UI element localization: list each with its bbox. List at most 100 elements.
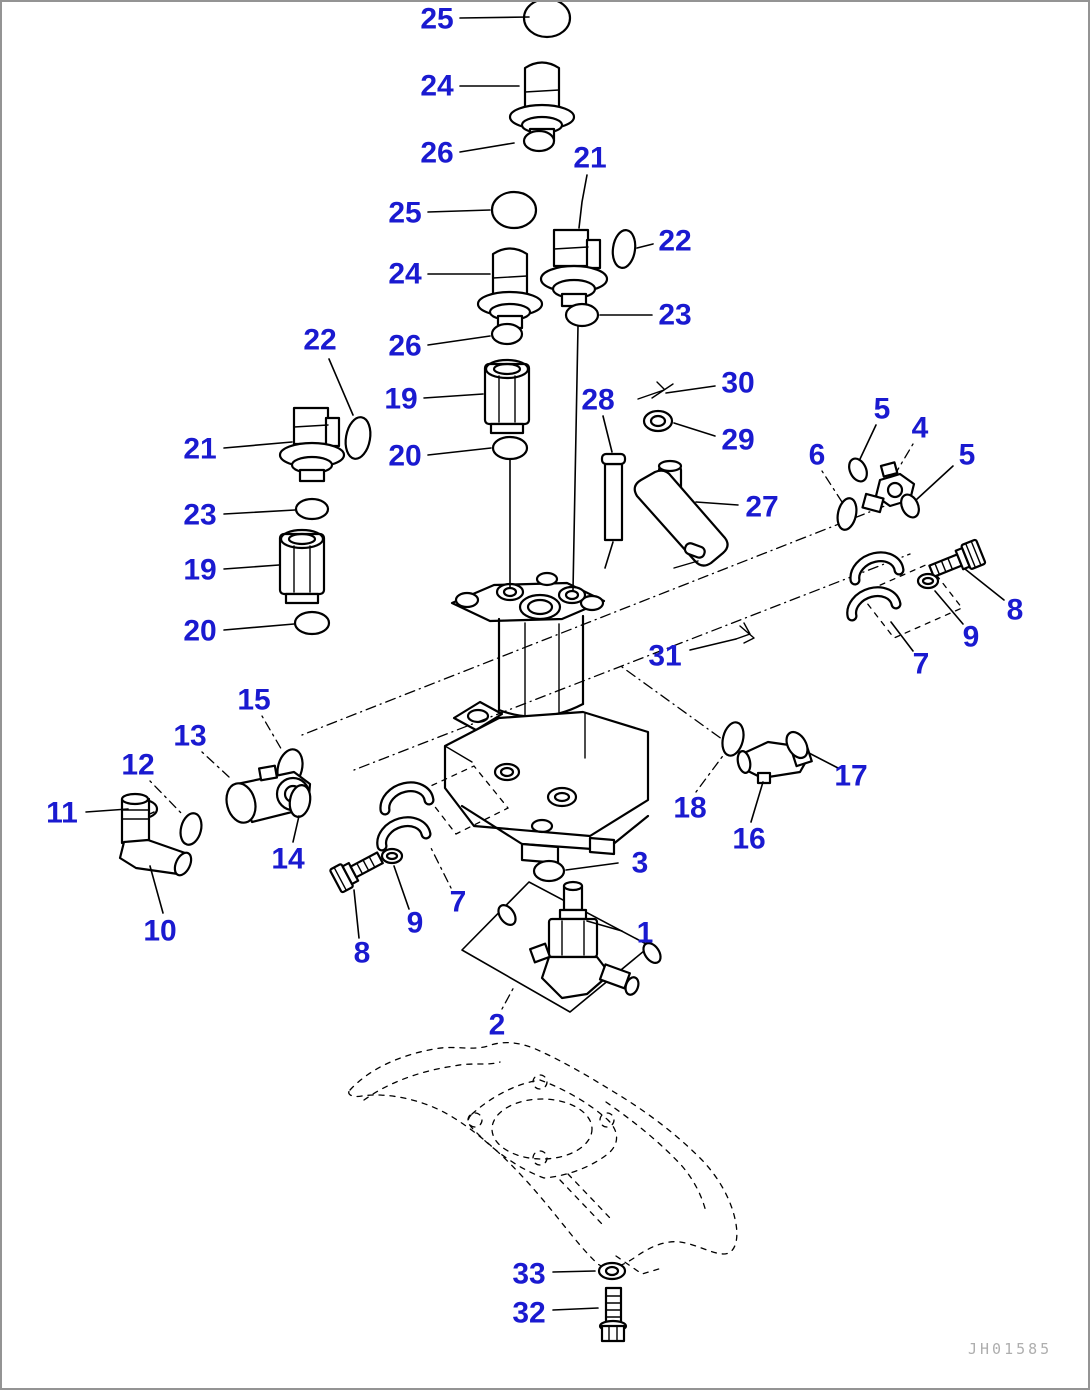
part-clamp-7-left (376, 765, 510, 852)
part-number-label-19: 19 (183, 554, 216, 587)
part-number-label-20: 20 (183, 615, 216, 648)
part-oring-23-mid (564, 302, 600, 591)
part-oring-17 (785, 730, 809, 760)
part-clamp-7-right (846, 551, 964, 639)
part-pin-28 (600, 452, 627, 569)
part-cap-25-left (490, 190, 538, 230)
part-oring-23-left (294, 497, 330, 521)
leader-line-5 (915, 465, 954, 501)
part-number-label-26: 26 (388, 330, 421, 363)
part-washer-29 (642, 409, 674, 433)
leader-line-26 (459, 142, 515, 153)
part-valve-21-right (539, 228, 609, 308)
part-number-label-16: 16 (732, 823, 765, 856)
part-number-label-24: 24 (420, 70, 454, 103)
leader-line-4 (896, 443, 914, 472)
part-elbow-10 (118, 792, 193, 877)
part-washer-33 (597, 1261, 627, 1281)
part-valve-21-left (278, 406, 346, 483)
part-number-label-9: 9 (963, 621, 980, 654)
leader-line-6 (821, 470, 843, 503)
part-plug-24-left (476, 247, 544, 330)
leader-line-7 (429, 845, 452, 889)
part-number-label-26: 26 (420, 137, 453, 170)
part-number-label-23: 23 (183, 499, 216, 532)
part-number-label-10: 10 (143, 915, 176, 948)
leader-line-12 (149, 780, 184, 816)
part-number-label-17: 17 (834, 760, 867, 793)
leader-line-13 (201, 751, 230, 778)
leader-line-27 (695, 501, 739, 506)
part-number-label-27: 27 (745, 491, 778, 524)
part-oring-14 (288, 784, 312, 818)
part-oring-20-mid (491, 435, 529, 589)
part-number-label-31: 31 (648, 640, 681, 673)
leader-line-8 (964, 568, 1005, 601)
drawing-number: JH01585 (968, 1340, 1052, 1358)
leader-line-16 (750, 781, 764, 823)
part-oring-22-left (344, 416, 372, 460)
leader-line-15 (261, 715, 284, 753)
part-number-label-33: 33 (512, 1258, 545, 1291)
part-bolt-32 (598, 1286, 628, 1343)
part-number-label-12: 12 (121, 749, 154, 782)
leader-line-3 (565, 862, 619, 871)
leader-line-9 (393, 865, 410, 910)
part-number-label-21: 21 (183, 433, 216, 466)
leader-line-33 (552, 1270, 596, 1273)
part-sleeve-19-left (278, 528, 326, 605)
part-oring-5a (848, 457, 868, 483)
leader-line-1 (586, 920, 623, 932)
part-number-label-9: 9 (407, 907, 424, 940)
part-number-label-8: 8 (354, 937, 371, 970)
part-lever-27 (633, 459, 729, 569)
part-number-label-2: 2 (489, 1009, 506, 1042)
leader-line-21 (223, 441, 293, 449)
part-number-label-1: 1 (637, 917, 654, 950)
leader-line-2 (501, 984, 516, 1010)
valve-body (443, 571, 650, 865)
part-oring-3 (532, 859, 566, 883)
leader-line-22 (328, 358, 354, 416)
part-cotter-pin-30 (637, 381, 674, 400)
leader-line-25 (427, 209, 491, 213)
part-number-label-22: 22 (303, 324, 336, 357)
part-oring-18 (721, 721, 745, 757)
leader-line-23 (223, 509, 296, 515)
leader-line-25 (459, 16, 530, 19)
leader-line-5 (859, 424, 877, 460)
leader-line-19 (223, 564, 280, 570)
leader-line-9 (934, 590, 964, 625)
part-number-label-19: 19 (384, 383, 417, 416)
part-oring-6 (836, 497, 858, 531)
leader-line-20 (427, 447, 492, 456)
part-number-label-6: 6 (809, 439, 826, 472)
leader-line-10 (149, 865, 164, 914)
cover-plate-ghost (348, 1041, 738, 1275)
leader-line-32 (552, 1307, 599, 1311)
leader-line-20 (223, 623, 295, 631)
part-number-label-13: 13 (173, 720, 206, 753)
part-oring-12 (179, 812, 203, 846)
part-number-label-22: 22 (658, 225, 691, 258)
part-number-label-20: 20 (388, 440, 421, 473)
part-number-label-5: 5 (874, 393, 891, 426)
leader-line-7 (890, 621, 914, 652)
part-number-label-25: 25 (388, 197, 421, 230)
part-number-label-23: 23 (658, 299, 691, 332)
part-number-label-24: 24 (388, 258, 422, 291)
leader-line-31 (689, 638, 737, 651)
part-number-label-32: 32 (512, 1297, 545, 1330)
leader-line-11 (85, 808, 129, 813)
leader-line-30 (665, 385, 716, 394)
leader-line-26 (427, 335, 491, 346)
leader-line-21 (578, 174, 588, 229)
leader-line-14 (292, 815, 300, 843)
part-washer-9-left (380, 847, 404, 865)
part-number-label-11: 11 (46, 797, 78, 830)
part-bolt-8-right (928, 538, 987, 578)
part-number-label-29: 29 (721, 424, 754, 457)
